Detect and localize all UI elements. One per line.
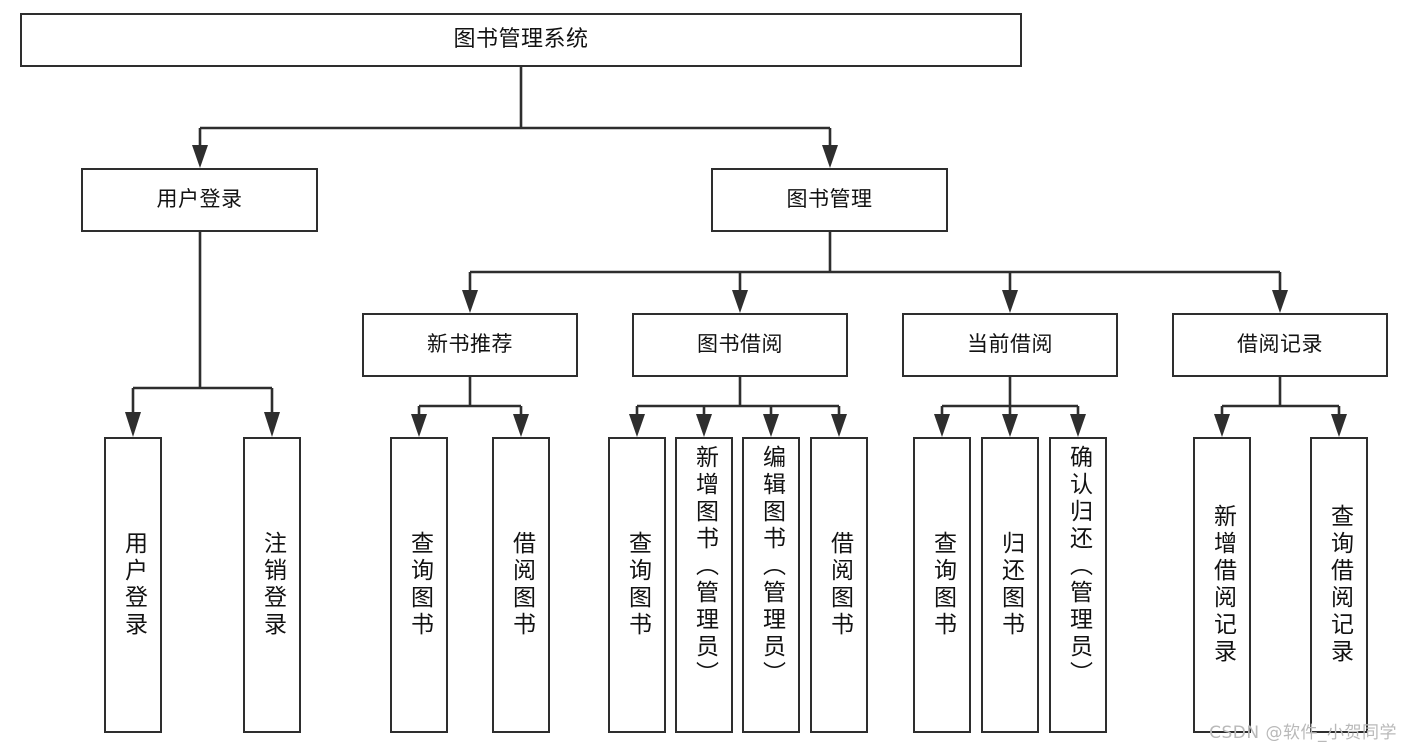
node-label: 用户登录 [120, 531, 147, 639]
leaf-record-query-borrow-record[interactable]: 查询借阅记录 [1310, 437, 1368, 733]
leaf-new-book-borrow-books[interactable]: 借阅图书 [492, 437, 550, 733]
node-label: 当前借阅 [967, 332, 1053, 357]
leaf-user-login-login[interactable]: 用户登录 [104, 437, 162, 733]
node-current-borrowing[interactable]: 当前借阅 [902, 313, 1118, 377]
node-label: 查询图书 [406, 531, 433, 639]
leaf-record-add-borrow-record[interactable]: 新增借阅记录 [1193, 437, 1251, 733]
node-label: 查询借阅记录 [1326, 504, 1353, 666]
leaf-new-book-query-books[interactable]: 查询图书 [390, 437, 448, 733]
node-label: 查询图书 [929, 531, 956, 639]
node-label: 借阅记录 [1237, 332, 1323, 357]
csdn-watermark: CSDN @软件_小贺同学 [1209, 723, 1397, 743]
leaf-user-login-logout[interactable]: 注销登录 [243, 437, 301, 733]
leaf-current-return-books[interactable]: 归还图书 [981, 437, 1039, 733]
leaf-borrow-borrow-books[interactable]: 借阅图书 [810, 437, 868, 733]
node-label: 注销登录 [259, 531, 286, 639]
node-label: 新增借阅记录 [1209, 504, 1236, 666]
leaf-current-query-books[interactable]: 查询图书 [913, 437, 971, 733]
node-book-management[interactable]: 图书管理 [711, 168, 948, 232]
node-borrow-records[interactable]: 借阅记录 [1172, 313, 1388, 377]
node-label: 确认归还（管理员） [1065, 445, 1092, 688]
node-label: 图书管理系统 [453, 26, 589, 52]
node-root-book-management-system[interactable]: 图书管理系统 [20, 13, 1022, 67]
node-label: 编辑图书（管理员） [758, 445, 785, 688]
node-label: 图书借阅 [697, 332, 783, 357]
node-label: 用户登录 [156, 187, 243, 212]
node-new-book-recommendation[interactable]: 新书推荐 [362, 313, 578, 377]
node-user-login[interactable]: 用户登录 [81, 168, 318, 232]
node-label: 借阅图书 [826, 531, 853, 639]
leaf-current-confirm-return-admin[interactable]: 确认归还（管理员） [1049, 437, 1107, 733]
node-label: 借阅图书 [508, 531, 535, 639]
leaf-borrow-query-books[interactable]: 查询图书 [608, 437, 666, 733]
node-label: 新书推荐 [427, 332, 513, 357]
node-label: 归还图书 [997, 531, 1024, 639]
leaf-borrow-edit-book-admin[interactable]: 编辑图书（管理员） [742, 437, 800, 733]
node-label: 查询图书 [624, 531, 651, 639]
node-book-borrowing[interactable]: 图书借阅 [632, 313, 848, 377]
node-label: 图书管理 [786, 187, 873, 212]
node-label: 新增图书（管理员） [691, 445, 718, 688]
leaf-borrow-add-book-admin[interactable]: 新增图书（管理员） [675, 437, 733, 733]
